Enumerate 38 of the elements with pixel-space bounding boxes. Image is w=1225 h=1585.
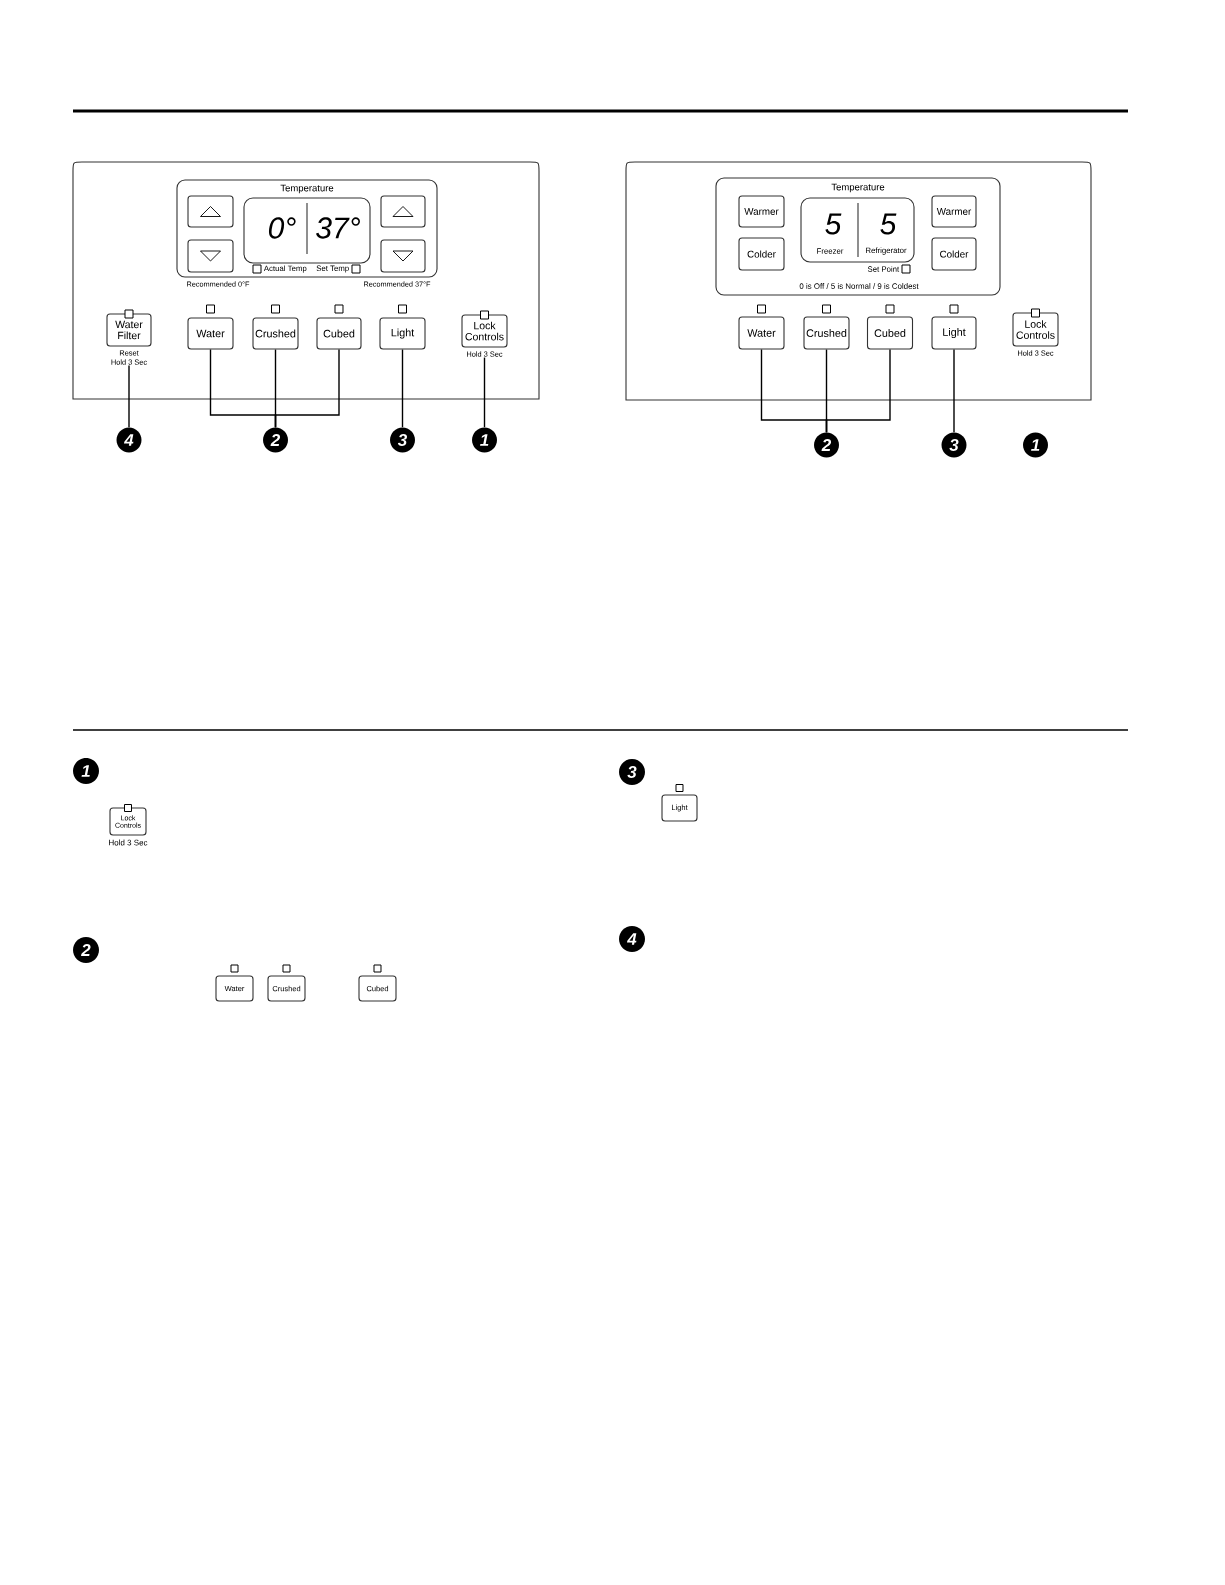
- callout-number: 1: [73, 758, 99, 784]
- button: Warmer: [931, 195, 977, 228]
- control-panel: [625, 161, 1092, 401]
- button: Cubed: [866, 316, 914, 350]
- button: Warmer: [738, 195, 785, 228]
- button: Crushed: [252, 317, 299, 350]
- digital-display: 0° 37°: [243, 197, 371, 264]
- callout-number: 2: [73, 937, 99, 963]
- button: Cubed: [316, 317, 362, 350]
- button: Light: [931, 316, 977, 350]
- button: Water: [738, 316, 785, 350]
- callout-number: 3: [390, 427, 415, 453]
- button: Water Filter: [106, 313, 152, 347]
- callout-number: 4: [619, 926, 645, 952]
- callout-number: 2: [263, 427, 288, 453]
- leader-line: [128, 364, 130, 428]
- callout-number: 1: [472, 427, 497, 453]
- button: Light: [379, 317, 426, 350]
- button: Colder: [738, 237, 785, 271]
- callout-number: 1: [1023, 432, 1048, 458]
- callout-number: 4: [116, 427, 142, 453]
- button: Water: [187, 317, 234, 350]
- node-label: 5: [880, 213, 897, 235]
- button: Crushed: [803, 316, 850, 350]
- button: Colder: [931, 237, 977, 271]
- leader-line: [953, 348, 955, 433]
- leader-line: [274, 348, 340, 428]
- leader-line: [825, 348, 891, 433]
- node-label: 5: [825, 213, 842, 235]
- button: Lock Controls: [1012, 312, 1059, 347]
- button: Lock Controls: [461, 314, 508, 348]
- leader-line: [401, 348, 404, 428]
- callout-number: 2: [814, 432, 839, 458]
- callout-number: 3: [619, 759, 645, 785]
- control-panel: [72, 161, 540, 400]
- hint-text: Hold 3 Sec: [109, 839, 148, 846]
- callout-number: 3: [941, 432, 967, 458]
- leader-line: [483, 356, 486, 428]
